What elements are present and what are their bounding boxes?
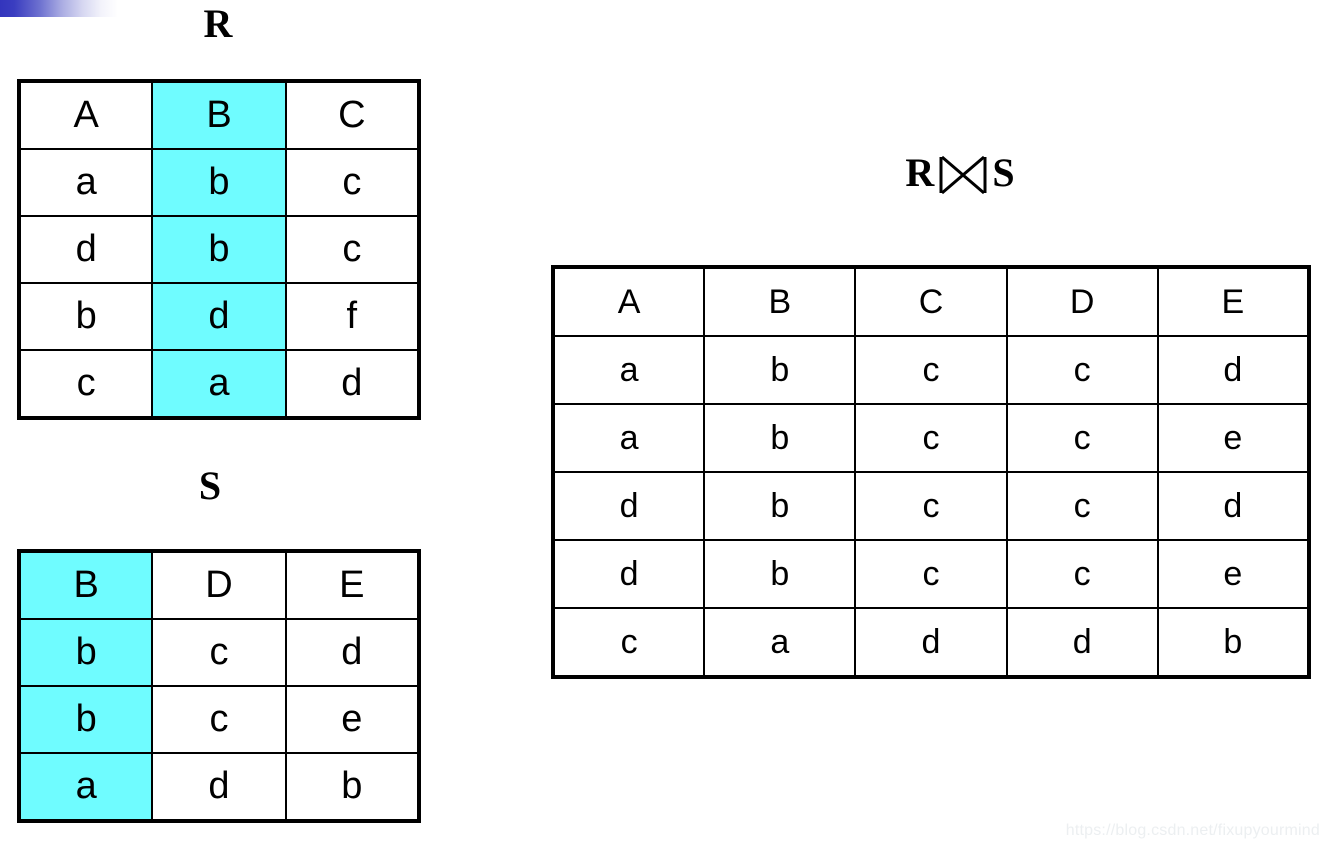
table-cell: b	[703, 471, 857, 541]
table-cell: c	[1005, 471, 1159, 541]
table-cell: d	[1005, 607, 1159, 678]
column-header-a: A	[551, 266, 706, 337]
table-cell: e	[1156, 403, 1311, 473]
table-cell: f	[284, 282, 421, 351]
table-cell: d	[1156, 335, 1311, 405]
table-cell: e	[284, 685, 421, 754]
table-cell: c	[854, 403, 1008, 473]
table-cell: d	[151, 282, 287, 351]
column-header-e: E	[1156, 266, 1311, 337]
watermark-text: https://blog.csdn.net/fixupyourmind	[1065, 822, 1320, 839]
table-cell: c	[151, 685, 287, 754]
table-cell: d	[17, 215, 154, 284]
table-cell: c	[1005, 403, 1159, 473]
table-cell: c	[1005, 335, 1159, 405]
table-cell: a	[17, 752, 154, 822]
column-header-c: C	[284, 80, 421, 150]
table-cell: c	[1005, 539, 1159, 609]
column-header-b: B	[151, 80, 287, 150]
relation-r-title: R	[203, 1, 233, 46]
table-cell: d	[284, 349, 421, 419]
table-cell: b	[17, 618, 154, 687]
table-cell: a	[151, 349, 287, 419]
table-cell: a	[551, 335, 706, 405]
column-header-e: E	[284, 550, 421, 620]
column-header-d: D	[151, 550, 287, 620]
table-cell: d	[284, 618, 421, 687]
table-cell: c	[854, 471, 1008, 541]
table-cell: c	[284, 215, 421, 284]
table-cell: d	[151, 752, 287, 822]
table-cell: c	[854, 335, 1008, 405]
column-header-c: C	[854, 266, 1008, 337]
table-cell: b	[703, 335, 857, 405]
decorative-gradient-bar	[0, 0, 118, 17]
table-cell: b	[17, 685, 154, 754]
column-header-a: A	[17, 80, 154, 150]
table-cell: b	[151, 215, 287, 284]
table-cell: a	[703, 607, 857, 678]
table-cell: b	[17, 282, 154, 351]
table-cell: c	[151, 618, 287, 687]
table-cell: b	[284, 752, 421, 822]
join-result-title: R S	[700, 150, 1220, 196]
table-cell: d	[551, 539, 706, 609]
table-cell: d	[1156, 471, 1311, 541]
table-cell: d	[551, 471, 706, 541]
bowtie-join-icon	[936, 154, 990, 196]
table-cell: b	[151, 148, 287, 217]
table-cell: c	[17, 349, 154, 419]
join-title-right-operand: S	[992, 150, 1015, 195]
relation-s-title: S	[198, 463, 222, 508]
column-header-b: B	[703, 266, 857, 337]
table-cell: e	[1156, 539, 1311, 609]
table-cell: d	[854, 607, 1008, 678]
join-title-left-operand: R	[905, 150, 935, 195]
table-cell: a	[551, 403, 706, 473]
table-cell: c	[284, 148, 421, 217]
column-header-b: B	[17, 550, 154, 620]
table-cell: b	[703, 403, 857, 473]
table-cell: a	[17, 148, 154, 217]
column-header-d: D	[1005, 266, 1159, 337]
table-cell: b	[703, 539, 857, 609]
table-cell: c	[551, 607, 706, 678]
table-cell: b	[1156, 607, 1311, 678]
table-cell: c	[854, 539, 1008, 609]
